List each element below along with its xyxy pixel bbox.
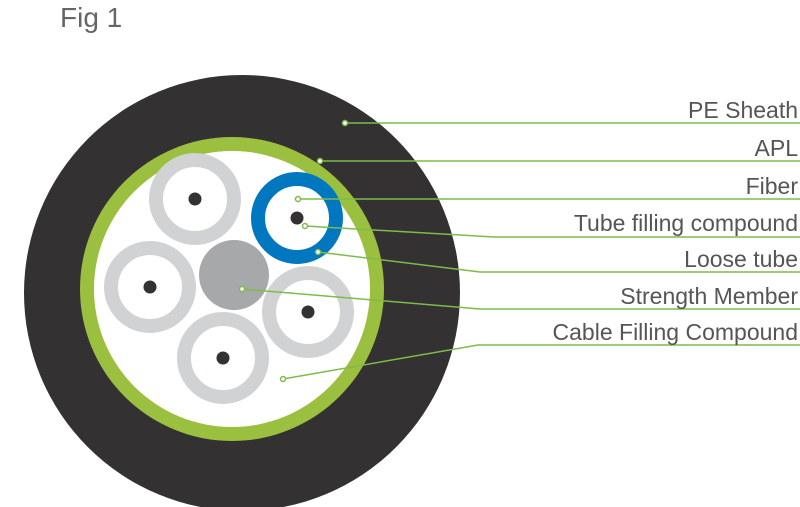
label-tube-filling-compound: Tube filling compound: [574, 210, 798, 236]
leader-loose-tube: [317, 251, 800, 273]
label-strength-member: Strength Member: [620, 283, 798, 309]
label-fiber: Fiber: [746, 173, 799, 199]
label-apl: APL: [755, 135, 799, 161]
tube-top-left: [149, 153, 241, 245]
tube-left: [104, 241, 196, 333]
fiber: [301, 305, 315, 319]
fiber: [216, 351, 230, 365]
label-loose-tube: Loose tube: [684, 246, 798, 272]
label-cable-filling-compound: Cable Filling Compound: [553, 319, 798, 345]
leader-dots: [238, 119, 349, 383]
leader-strength-member: [241, 288, 800, 310]
fiber: [188, 192, 202, 206]
leader-tube-filling: [304, 225, 800, 238]
label-pe-sheath: PE Sheath: [688, 97, 798, 123]
tube-bottom: [177, 312, 269, 404]
strength-member: [199, 240, 269, 310]
figure-label: Fig 1: [60, 2, 122, 33]
leader-cable-filling: [282, 344, 800, 380]
loose-tube-highlighted: [251, 172, 343, 264]
fiber: [290, 211, 304, 225]
leader-lines: [241, 122, 800, 380]
tube-right: [262, 266, 354, 358]
fiber: [143, 280, 157, 294]
